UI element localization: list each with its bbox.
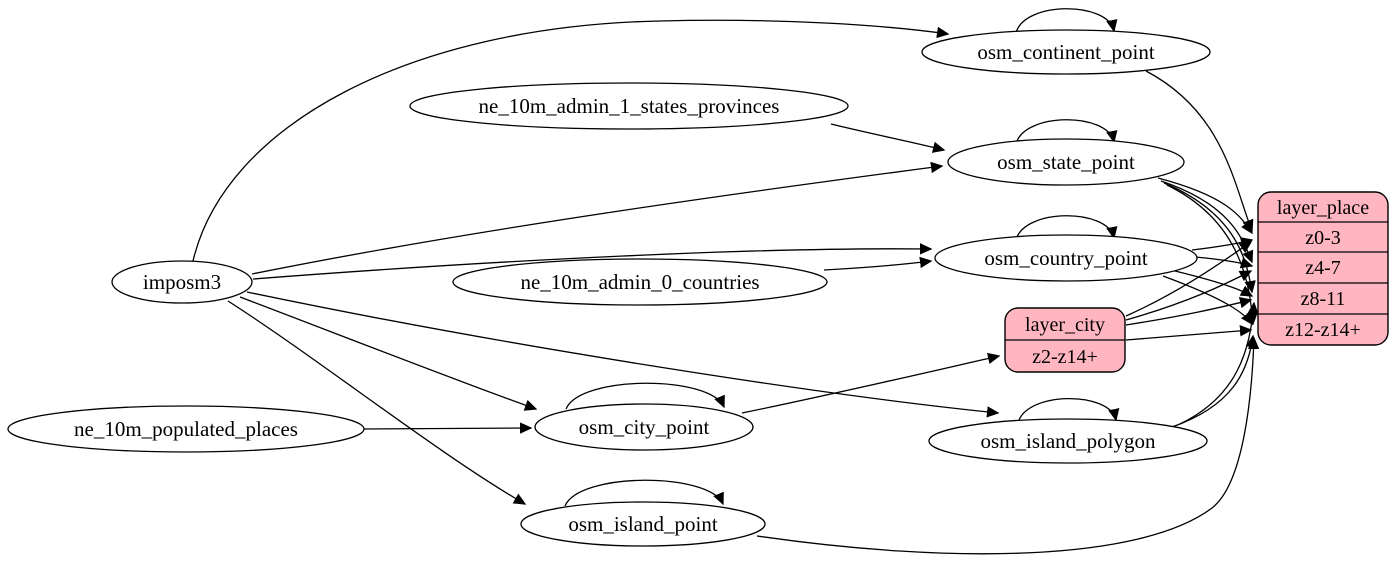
edge-layer_city-layer_place-z12-z14: [1125, 325, 1253, 341]
edge-imposm3-osm_city_point: [239, 296, 538, 411]
osm_island_polygon-label: osm_island_polygon: [980, 429, 1156, 453]
edge-osm_state_point-layer_place-z4-7: [1160, 180, 1254, 264]
node-imposm3: imposm3: [111, 260, 253, 304]
edge-imposm3-osm_island_polygon: [246, 291, 1000, 418]
edge-osm_island_polygon-layer_place-z8-11: [1179, 301, 1259, 425]
edge-layer_city-layer_place-z8-11: [1125, 297, 1253, 326]
osm_island_polygon-ellipse: [928, 418, 1208, 464]
layer_place-row-z4-7: z4-7: [1305, 257, 1341, 279]
edge-osm_country_point-layer_place-z4-7: [1194, 256, 1254, 269]
edge-imposm3-osm_island_point: [227, 300, 527, 505]
layer_city-title: layer_city: [1025, 314, 1105, 336]
edge-imposm3-osm_state_point: [251, 161, 944, 275]
osm_city_point-label: osm_city_point: [579, 415, 710, 439]
ne_10m_populated_places-label: ne_10m_populated_places: [74, 417, 298, 441]
osm_city_point-ellipse: [534, 403, 754, 451]
edge-imposm3-osm_continent_point: [192, 19, 950, 262]
osm_island_point-label: osm_island_point: [568, 512, 718, 536]
edge-osm_state_point-layer_place-z0-3: [1157, 177, 1253, 235]
edges-layer: [192, 8, 1260, 555]
osm_continent_point-ellipse: [921, 29, 1211, 75]
edge-ne_10m_populated_places-osm_city_point: [363, 422, 533, 434]
osm_country_point-label: osm_country_point: [984, 246, 1147, 270]
edge-osm_city_point-layer_city: [741, 352, 1001, 414]
self-loop-osm_continent_point: [1015, 8, 1118, 34]
osm_continent_point-label: osm_continent_point: [977, 40, 1154, 64]
ne_10m_populated_places-ellipse: [7, 405, 365, 453]
node-osm_island_polygon: osm_island_polygon: [928, 418, 1208, 464]
edge-osm_island_polygon-layer_place-z12-z14: [1171, 334, 1258, 428]
ne_10m_admin_1_states_provinces-label: ne_10m_admin_1_states_provinces: [479, 94, 780, 118]
edge-ne_10m_admin_1_states_provinces-osm_state_point: [830, 123, 946, 153]
layer_place-box: [1257, 191, 1389, 346]
imposm3-ellipse: [111, 260, 253, 304]
self-loop-osm_country_point: [1015, 215, 1118, 241]
node-ne_10m_populated_places: ne_10m_populated_places: [7, 405, 365, 453]
edge-osm_country_point-layer_place-z8-11: [1174, 270, 1254, 297]
layer_place-row-z0-3: z0-3: [1305, 227, 1341, 249]
edge-osm_continent_point-layer_place-z0-3: [1145, 70, 1254, 233]
edge-osm_state_point-layer_place-z8-11: [1163, 182, 1256, 294]
layer_place-row-z12-z14: z12-z14+: [1285, 319, 1361, 341]
edge-osm_island_point-layer_place-z12-z14: [756, 336, 1260, 555]
edge-layer_city-layer_place-z0-3: [1125, 241, 1253, 317]
osm_state_point-ellipse: [947, 138, 1185, 186]
node-osm_continent_point: osm_continent_point: [921, 29, 1211, 75]
edge-imposm3-osm_country_point: [252, 243, 933, 280]
ne_10m_admin_1_states_provinces-ellipse: [409, 82, 849, 130]
edge-layer_city-layer_place-z4-7: [1125, 270, 1253, 321]
node-osm_state_point: osm_state_point: [947, 138, 1185, 186]
self-loop-osm_city_point: [565, 382, 725, 410]
record-layer_place: layer_place z0-3 z4-7 z8-11 z12-z14+: [1257, 191, 1389, 346]
layer_place-row-z8-11: z8-11: [1301, 288, 1346, 310]
edge-osm_country_point-layer_place-z0-3: [1191, 237, 1254, 251]
imposm3-label: imposm3: [143, 270, 221, 294]
self-loop-osm_state_point: [1015, 119, 1118, 145]
ne_10m_admin_0_countries-label: ne_10m_admin_0_countries: [520, 270, 759, 294]
node-ne_10m_admin_0_countries: ne_10m_admin_0_countries: [452, 258, 828, 306]
layer_place-title: layer_place: [1277, 197, 1369, 219]
osm_island_point-ellipse: [520, 501, 766, 547]
record-layer_city: layer_city z2-z14+: [1004, 307, 1126, 373]
edge-ne_10m_admin_0_countries-osm_country_point: [823, 256, 933, 271]
osm_state_point-label: osm_state_point: [997, 150, 1135, 174]
node-ne_10m_admin_1_states_provinces: ne_10m_admin_1_states_provinces: [409, 82, 849, 130]
node-osm_city_point: osm_city_point: [534, 403, 754, 451]
ne_10m_admin_0_countries-ellipse: [452, 258, 828, 306]
osm_country_point-ellipse: [934, 234, 1198, 282]
node-osm_island_point: osm_island_point: [520, 501, 766, 547]
self-loop-osm_island_point: [564, 479, 724, 507]
self-loop-osm_island_polygon: [1017, 398, 1120, 424]
node-osm_country_point: osm_country_point: [934, 234, 1198, 282]
layer_city-row-z2-z14: z2-z14+: [1032, 346, 1098, 368]
